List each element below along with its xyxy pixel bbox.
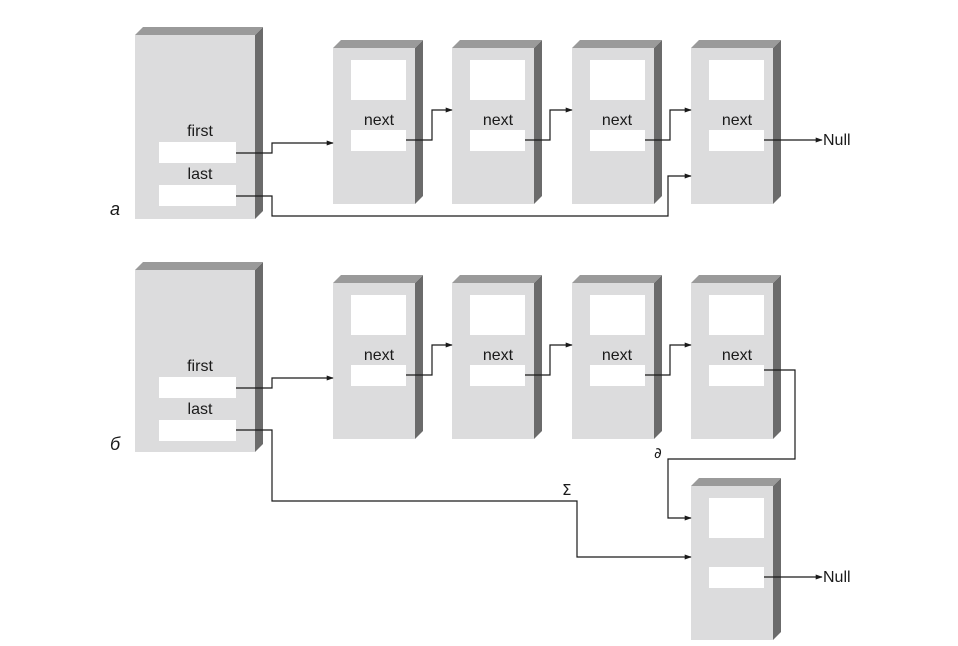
next-label: next <box>602 112 633 129</box>
first-pointer-arrow <box>236 140 334 154</box>
null-label: Null <box>823 132 851 149</box>
next-field <box>709 567 764 588</box>
next-field <box>590 365 645 386</box>
last-label: last <box>188 166 213 183</box>
next-field <box>590 130 645 151</box>
next-label: next <box>722 347 753 364</box>
list-node: next <box>333 40 423 204</box>
node-data-field <box>590 295 645 335</box>
next-field <box>470 130 525 151</box>
list-node: next <box>572 40 662 204</box>
last-pointer-arrow <box>236 429 692 560</box>
last-field <box>159 185 236 206</box>
node-data-field <box>590 60 645 100</box>
section-label-a: а <box>110 199 120 219</box>
last-label: last <box>188 401 213 418</box>
list-node: next <box>333 275 423 439</box>
next-label: next <box>364 112 395 129</box>
next-label: next <box>722 112 753 129</box>
list-head-block-a: first last <box>135 27 263 219</box>
list-node: next <box>452 40 542 204</box>
node-data-field <box>470 295 525 335</box>
first-field <box>159 142 236 163</box>
node-data-field <box>351 60 406 100</box>
marker-last-symbol: Σ <box>562 481 571 499</box>
list-node-new <box>691 478 781 640</box>
next-field <box>709 365 764 386</box>
diagram-a: first last next next next <box>110 27 851 219</box>
next-field <box>351 365 406 386</box>
next-pointer-arrow <box>645 107 692 141</box>
node-data-field <box>470 60 525 100</box>
next-pointer-arrow <box>406 107 453 141</box>
next-label: next <box>364 347 395 364</box>
next-field <box>351 130 406 151</box>
node-data-field <box>351 295 406 335</box>
list-head-block-b: first last <box>135 262 263 452</box>
new-next-pointer-arrow <box>667 369 796 521</box>
marker-next-symbol: ∂ <box>654 444 662 462</box>
next-label: next <box>483 112 514 129</box>
null-label: Null <box>823 569 851 586</box>
list-node: next <box>691 40 781 204</box>
next-field <box>470 365 525 386</box>
first-label: first <box>187 123 213 140</box>
last-pointer-arrow <box>236 173 692 217</box>
first-field <box>159 377 236 398</box>
node-data-field <box>709 295 764 335</box>
next-pointer-arrow <box>525 342 573 376</box>
diagram-b: first last next next next <box>110 262 851 640</box>
first-pointer-arrow <box>236 375 334 389</box>
next-field <box>709 130 764 151</box>
last-field <box>159 420 236 441</box>
next-label: next <box>483 347 514 364</box>
node-data-field <box>709 498 764 538</box>
section-label-b: б <box>110 434 121 454</box>
next-pointer-arrow <box>525 107 573 141</box>
list-node: next <box>452 275 542 439</box>
node-data-field <box>709 60 764 100</box>
next-label: next <box>602 347 633 364</box>
next-pointer-arrow <box>406 342 453 376</box>
list-node: next <box>572 275 662 439</box>
list-node: next <box>691 275 781 439</box>
next-pointer-arrow <box>645 342 692 376</box>
first-label: first <box>187 358 213 375</box>
